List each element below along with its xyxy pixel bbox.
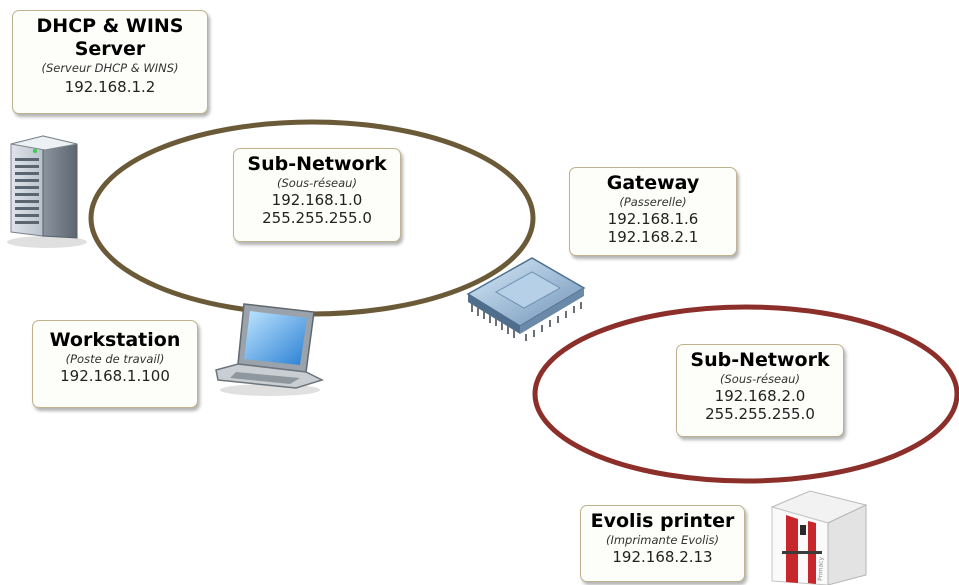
subnetwork-2-card: Sub-Network (Sous-réseau) 192.168.2.0 25… bbox=[676, 344, 844, 437]
subnetwork-2-subtitle: (Sous-réseau) bbox=[720, 372, 800, 386]
subnetwork-1-address: 192.168.1.0 bbox=[271, 191, 363, 209]
server-tower-icon bbox=[7, 135, 87, 248]
subnetwork-1-title: Sub-Network bbox=[247, 153, 387, 175]
workstation-card: Workstation (Poste de travail) 192.168.1… bbox=[32, 320, 198, 408]
subnetwork-2-title: Sub-Network bbox=[690, 349, 830, 371]
gateway-chip-icon bbox=[466, 257, 586, 341]
gateway-ip-1: 192.168.1.6 bbox=[607, 210, 699, 228]
server-card: DHCP & WINS Server (Serveur DHCP & WINS)… bbox=[12, 10, 208, 114]
printer-title: Evolis printer bbox=[590, 510, 735, 532]
gateway-card: Gateway (Passerelle) 192.168.1.6 192.168… bbox=[569, 167, 737, 256]
subnetwork-1-card: Sub-Network (Sous-réseau) 192.168.1.0 25… bbox=[233, 148, 401, 242]
workstation-subtitle: (Poste de travail) bbox=[65, 352, 165, 366]
subnetwork-2-ring bbox=[532, 304, 959, 484]
gateway-title: Gateway bbox=[606, 172, 700, 194]
subnetwork-1-mask: 255.255.255.0 bbox=[262, 209, 372, 227]
subnetwork-2-address: 192.168.2.0 bbox=[714, 387, 806, 405]
server-title-line1: DHCP & WINS bbox=[36, 15, 184, 37]
printer-brand-label: Primacy bbox=[817, 556, 825, 581]
printer-subtitle: (Imprimante Evolis) bbox=[605, 533, 720, 547]
laptop-icon bbox=[215, 303, 325, 396]
workstation-title: Workstation bbox=[49, 329, 181, 351]
server-title-line2: Server bbox=[74, 38, 146, 60]
workstation-ip: 192.168.1.100 bbox=[60, 367, 170, 385]
card-printer-icon: Primacy bbox=[770, 490, 868, 585]
gateway-subtitle: (Passerelle) bbox=[619, 195, 687, 209]
gateway-ip-2: 192.168.2.1 bbox=[607, 228, 699, 246]
printer-card: Evolis printer (Imprimante Evolis) 192.1… bbox=[580, 505, 745, 582]
server-ip: 192.168.1.2 bbox=[64, 78, 156, 96]
server-subtitle: (Serveur DHCP & WINS) bbox=[41, 61, 179, 75]
subnetwork-2-mask: 255.255.255.0 bbox=[705, 405, 815, 423]
subnetwork-1-subtitle: (Sous-réseau) bbox=[277, 176, 357, 190]
printer-ip: 192.168.2.13 bbox=[612, 548, 713, 566]
